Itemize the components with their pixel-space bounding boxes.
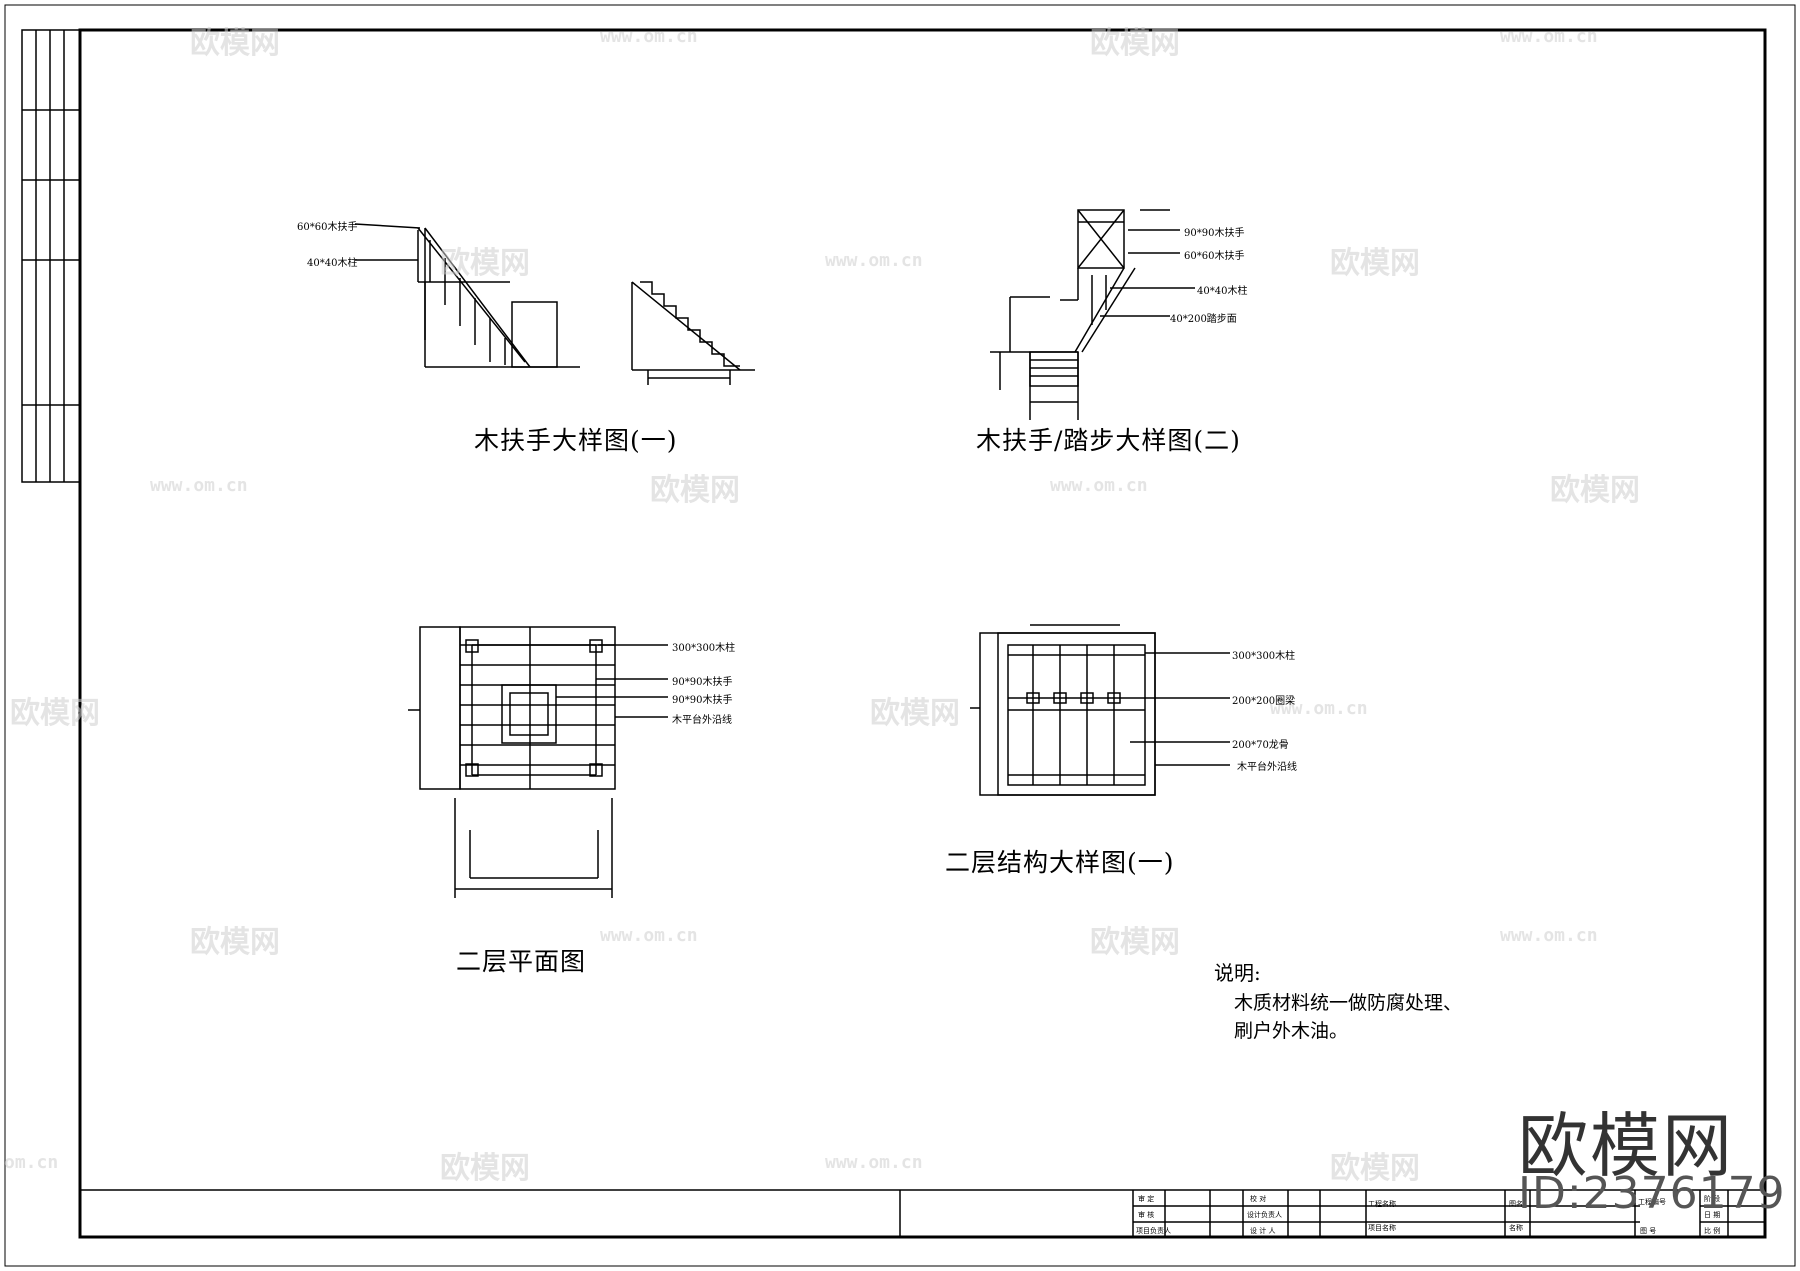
tb-review: 审 核 <box>1138 1211 1155 1219</box>
brand-watermark: 欧模网 <box>1518 1105 1734 1187</box>
title-handrail-step-detail-2: 木扶手/踏步大样图(二) <box>976 426 1241 455</box>
watermark-logo: 欧模网 <box>650 473 740 508</box>
watermark-url: www.om.cn <box>1500 925 1598 946</box>
watermark-logo: 欧模网 <box>10 696 100 731</box>
watermark-logo: 欧模网 <box>1330 246 1420 281</box>
label-post-40: 40*40木柱 <box>307 258 358 269</box>
watermark-logo: 欧模网 <box>440 1151 530 1186</box>
watermark-logo: 欧模网 <box>1090 26 1180 61</box>
label-handrail-90: 90*90木扶手 <box>672 695 733 706</box>
title-structure-detail-1: 二层结构大样图(一) <box>945 848 1175 877</box>
tb-drawing-name: 图名 <box>1509 1200 1523 1208</box>
title-band <box>80 1189 1765 1237</box>
watermark-logo: 欧模网 <box>870 696 960 731</box>
stair-detail-1 <box>354 223 755 385</box>
title-handrail-detail-1: 木扶手大样图(一) <box>474 426 678 455</box>
tb-design-lead: 设计负责人 <box>1247 1211 1282 1219</box>
label-handrail-60: 60*60木扶手 <box>1184 251 1245 262</box>
tb-stage: 阶 段 <box>1704 1195 1721 1203</box>
tb-project-number: 工程编号 <box>1638 1198 1666 1206</box>
watermark-url: www.om.cn <box>600 26 698 47</box>
label-handrail-90: 90*90木扶手 <box>672 677 733 688</box>
watermark-logo: 欧模网 <box>1550 473 1640 508</box>
stair-detail-2 <box>990 209 1195 420</box>
tb-designer: 设 计 人 <box>1250 1227 1276 1235</box>
tb-name: 名称 <box>1509 1224 1523 1232</box>
label-platform-edge: 木平台外沿线 <box>1237 762 1297 773</box>
watermark-url: www.om.cn <box>825 1152 923 1173</box>
watermark-logo: 欧模网 <box>190 925 280 960</box>
tb-check: 校 对 <box>1250 1195 1267 1203</box>
label-platform-edge: 木平台外沿线 <box>672 715 732 726</box>
watermark-url: www.om.cn <box>600 925 698 946</box>
inner-frame <box>78 28 1767 1239</box>
tb-scale: 比 例 <box>1704 1227 1721 1235</box>
label-ring-beam: 200*200圈梁 <box>1232 696 1296 707</box>
watermark-logo: 欧模网 <box>190 26 280 61</box>
label-post-300: 300*300木柱 <box>1232 651 1296 662</box>
tb-project-name-label: 工程名称 <box>1368 1200 1396 1208</box>
tb-drawing-number: 图 号 <box>1640 1227 1657 1235</box>
watermark-url: www.om.cn <box>150 475 248 496</box>
watermark-logo: 欧模网 <box>1090 925 1180 960</box>
watermark-logo: 欧模网 <box>1330 1151 1420 1186</box>
label-handrail-90: 90*90木扶手 <box>1184 228 1245 239</box>
label-post-40: 40*40木柱 <box>1197 286 1248 297</box>
watermark-logo: 欧模网 <box>440 246 530 281</box>
label-handrail-60: 60*60木扶手 <box>297 222 358 233</box>
watermark-url: www.om.cn <box>1270 698 1368 719</box>
tb-item-name-label: 项目名称 <box>1368 1224 1396 1232</box>
notes-heading: 说明: <box>1214 961 1261 985</box>
structure-detail <box>970 624 1230 796</box>
notes-line-1: 木质材料统一做防腐处理、 <box>1234 992 1463 1014</box>
title-second-floor-plan: 二层平面图 <box>456 947 587 976</box>
floor-plan <box>408 626 668 898</box>
tb-date: 日 期 <box>1704 1211 1721 1219</box>
brand-id: ID:2376179 <box>1518 1168 1786 1219</box>
label-post-300: 300*300木柱 <box>672 643 736 654</box>
tb-approve: 审 定 <box>1138 1195 1155 1203</box>
watermark-url: om.cn <box>4 1152 59 1173</box>
notes-line-2: 刷户外木油。 <box>1234 1020 1349 1042</box>
watermark-url: www.om.cn <box>825 250 923 271</box>
watermark-url: www.om.cn <box>1050 475 1148 496</box>
label-tread: 40*200踏步面 <box>1170 314 1237 325</box>
watermark-url: www.om.cn <box>1500 26 1598 47</box>
binding-strip <box>21 29 81 483</box>
tb-project-lead: 项目负责人 <box>1136 1227 1171 1235</box>
label-joist: 200*70龙骨 <box>1232 740 1289 751</box>
